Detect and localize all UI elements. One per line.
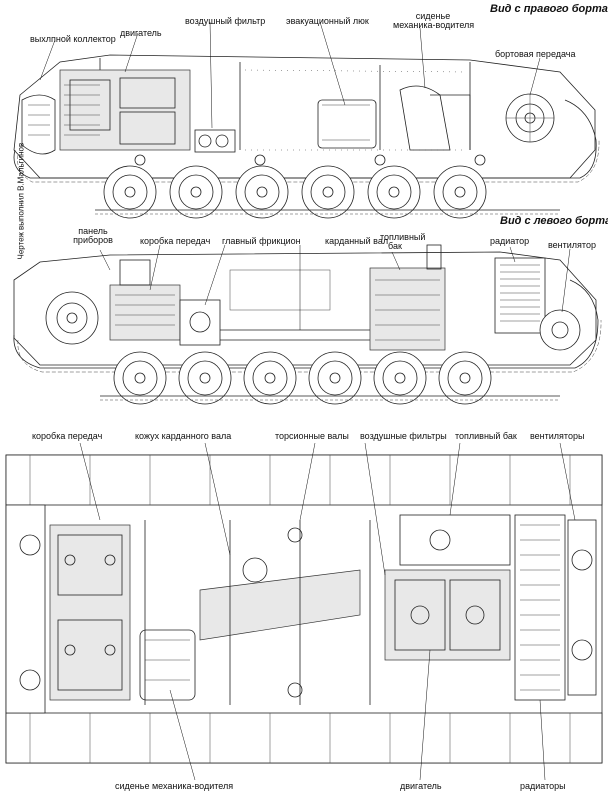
label-top-torsion: торсионные валы [275, 431, 349, 441]
label-engine: двигатель [120, 28, 162, 38]
label-gearbox: коробка передач [140, 236, 211, 246]
label-evac-hatch: эвакуационный люк [286, 16, 369, 26]
label-panel-line1: панель [78, 226, 108, 236]
label-driveshaft: карданный вал [325, 236, 389, 246]
label-top-engine: двигатель [400, 781, 442, 791]
right-view-title: Вид с правого борта [490, 3, 608, 15]
label-fuel-line2: бак [388, 241, 402, 251]
label-top-gearbox: коробка передач [32, 431, 103, 441]
label-panel-line2: приборов [73, 235, 113, 245]
left-view-title: Вид с левого борта [500, 215, 608, 227]
label-exhaust: выхлпной коллектор [30, 34, 116, 44]
label-air-filter: воздушный фильтр [185, 16, 266, 26]
label-fan: вентилятор [548, 240, 596, 250]
drawing-credit: Чертеж выполнил В.Мальгинов [16, 142, 26, 260]
label-top-air-filters: воздушные фильтры [360, 431, 447, 441]
right-side-view [13, 21, 600, 219]
top-view [5, 442, 603, 781]
label-top-fans: вентиляторы [530, 431, 585, 441]
left-side-view [13, 244, 602, 405]
label-radiator: радиатор [490, 236, 530, 246]
label-top-driver-seat: сиденье механика-водителя [115, 781, 234, 791]
label-top-fuel-tank: топливный бак [455, 431, 517, 441]
label-seat-line1: сиденье [415, 11, 451, 21]
label-top-radiators: радиаторы [520, 781, 566, 791]
label-fuel-line1: топливный [380, 232, 426, 242]
label-main-clutch: главный фрикцион [222, 236, 301, 246]
label-top-shaft-cover: кожух карданного вала [135, 431, 232, 441]
label-seat-line2: механика-водителя [393, 20, 475, 30]
label-final-drive: бортовая передача [495, 49, 576, 59]
